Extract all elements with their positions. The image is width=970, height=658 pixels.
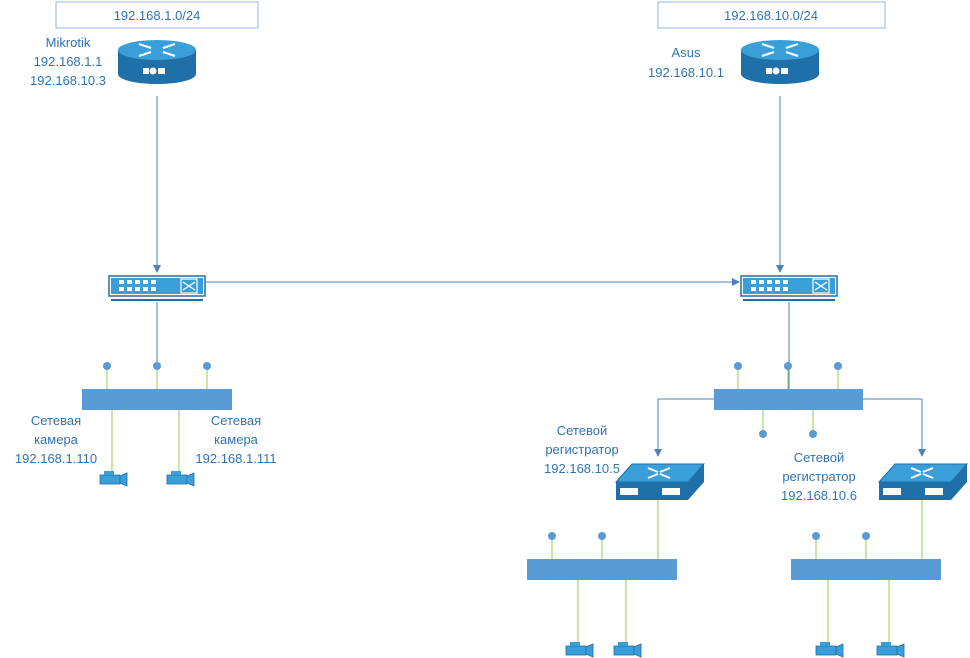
asus-ip: 192.168.10.1 [648, 65, 724, 80]
link-hub-nvr1 [654, 398, 714, 457]
switch-icon[interactable] [740, 275, 838, 301]
link-hub-nvr2 [863, 398, 926, 457]
camera1-ip: 192.168.1.110 [15, 451, 97, 466]
nvr1-line2: регистратор [545, 442, 618, 457]
nvr-icon[interactable] [615, 463, 705, 501]
mikrotik-ip2: 192.168.10.3 [30, 73, 106, 88]
router-icon[interactable] [116, 38, 198, 86]
subnet-right-label: 192.168.10.0/24 [724, 8, 818, 23]
camera-icon[interactable] [99, 470, 128, 487]
nvr2-line2: регистратор [782, 469, 855, 484]
hub-bus [714, 362, 863, 438]
nvr2-ip: 192.168.10.6 [781, 488, 857, 503]
camera1-line1: Сетевая [31, 413, 81, 428]
nvr-icon[interactable] [878, 463, 968, 501]
subnet-box-left: 192.168.1.0/24 [55, 1, 259, 29]
subnet-left-label: 192.168.1.0/24 [114, 8, 201, 23]
camera-icon[interactable] [613, 641, 642, 658]
camera-icon[interactable] [565, 641, 594, 658]
asus-name: Asus [672, 45, 701, 60]
nvr1-ip: 192.168.10.5 [544, 461, 620, 476]
camera2-ip: 192.168.1.111 [195, 451, 276, 466]
router-icon[interactable] [739, 38, 821, 86]
subnet-box-right: 192.168.10.0/24 [657, 1, 886, 29]
hub-bus [791, 532, 941, 644]
camera-icon[interactable] [815, 641, 844, 658]
mikrotik-name: Mikrotik [46, 35, 91, 50]
nvr2-line1: Сетевой [794, 450, 844, 465]
switch-icon[interactable] [108, 275, 206, 301]
hub-bus [82, 362, 232, 472]
nvr1-line1: Сетевой [557, 423, 607, 438]
camera2-line1: Сетевая [211, 413, 261, 428]
camera2-line2: камера [214, 432, 259, 447]
hub-bus [527, 532, 677, 644]
camera1-line2: камера [34, 432, 79, 447]
camera-icon[interactable] [876, 641, 905, 658]
camera-icon[interactable] [166, 470, 195, 487]
mikrotik-ip1: 192.168.1.1 [34, 54, 103, 69]
